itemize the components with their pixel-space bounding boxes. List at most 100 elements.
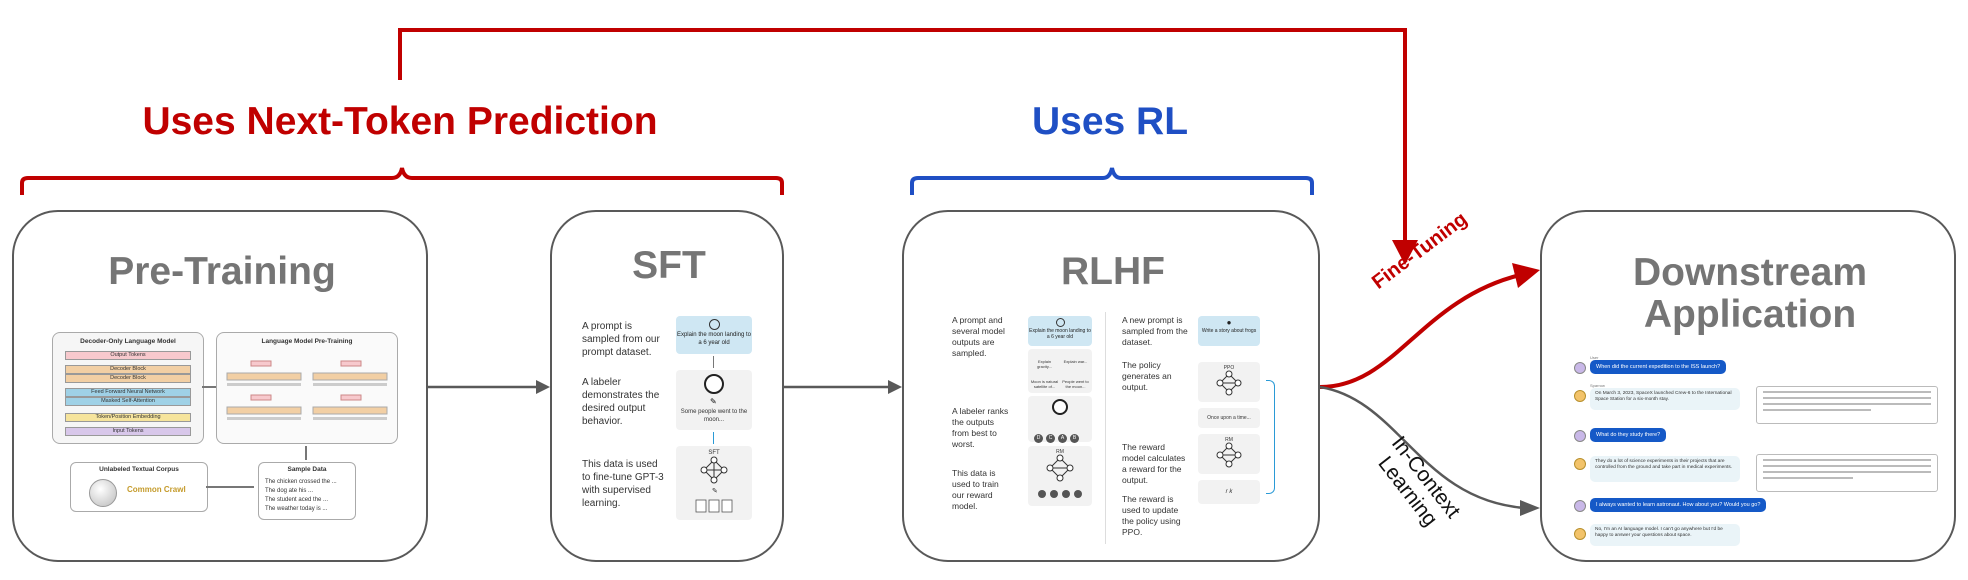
- rm-network-icon-2: [1216, 442, 1242, 468]
- rlhf-rm-box-2: RM: [1198, 434, 1260, 474]
- sft-prompt-box: Explain the moon landing to a 6 year old: [676, 316, 752, 354]
- rlhf-outputs-box: Explain gravity... Explain war... Moon i…: [1028, 349, 1092, 393]
- output-label-c: Moon is natural satellite of...: [1030, 379, 1059, 389]
- sft-model-box: SFT ✎: [676, 446, 752, 520]
- evidence-box: [1756, 386, 1938, 424]
- assistant-label: Sparrow: [1590, 383, 1605, 388]
- rlhf-right-step-1: A new prompt is sampled from the dataset…: [1122, 315, 1188, 347]
- in-context-curve: [1319, 385, 1526, 510]
- sft-step-1: A prompt is sampled from our prompt data…: [582, 321, 660, 358]
- lm-pretraining-card: Language Model Pre-Training: [216, 332, 398, 444]
- output-tokens-bar: Output Tokens: [65, 351, 191, 360]
- policy-network-icon: [1216, 370, 1242, 396]
- feedback-line: [398, 28, 1407, 255]
- output-label-b: Explain war...: [1063, 359, 1088, 364]
- sft-panel: SFT A prompt is sampled from our prompt …: [550, 210, 784, 562]
- downstream-title: Downstream Application: [1542, 252, 1958, 336]
- pretrain-to-sft-arrowhead: [536, 380, 550, 394]
- sft-demo-text: Some people went to the moon...: [680, 409, 748, 423]
- user-avatar: [1574, 500, 1586, 512]
- chat-message: When did the current expedition to the I…: [1590, 360, 1727, 374]
- user-label: User: [1590, 355, 1599, 360]
- smiley-icon: [1055, 318, 1065, 327]
- sft-arrow-2: [713, 432, 714, 444]
- model-to-pretraining-arrow: [202, 386, 216, 388]
- rlhf-right-step-2: The policy generates an output.: [1122, 360, 1172, 392]
- assistant-avatar: [1574, 458, 1586, 470]
- in-context-arrowhead: [1520, 500, 1540, 516]
- downstream-title-line2: Application: [1643, 293, 1857, 336]
- ffnn-bar: Feed Forward Neural Network: [65, 388, 191, 397]
- pretraining-panel: Pre-Training Decoder-Only Language Model…: [12, 210, 428, 562]
- rlhf-policy-box: PPO: [1198, 362, 1260, 402]
- rlhf-reward-model-box: RM: [1028, 446, 1092, 506]
- sft-step-3: This data is used to fine-tune GPT-3 wit…: [582, 459, 664, 509]
- output-label-a: Explain gravity...: [1037, 359, 1052, 369]
- rlhf-right-step-4: The reward is used to update the policy …: [1122, 494, 1181, 537]
- input-tokens-bar: Input Tokens: [65, 427, 191, 436]
- corpus-title: Unlabeled Textual Corpus: [99, 466, 179, 473]
- user-avatar: [1574, 362, 1586, 374]
- rlhf-prompt-text: Explain the moon landing to a 6 year old: [1029, 328, 1091, 340]
- sft-demo-box: ✎ Some people went to the moon...: [676, 370, 752, 430]
- labeler-person-icon: [704, 374, 724, 394]
- downstream-title-line1: Downstream: [1632, 251, 1868, 294]
- sample-line: The chicken crossed the ...: [265, 479, 337, 485]
- decoder-model-title: Decoder-Only Language Model: [80, 338, 176, 345]
- wikipedia-globe-icon: [89, 479, 117, 507]
- rlhf-story-box: Once upon a time...: [1198, 408, 1260, 428]
- rlhf-left-step-1: A prompt and several model outputs are s…: [952, 315, 1005, 358]
- frog-icon: ●: [1226, 318, 1232, 327]
- masked-attention-bar: Masked Self-Attention: [65, 397, 191, 406]
- rank-item: B: [1070, 434, 1079, 443]
- rlhf-right-step-3: The reward model calculates a reward for…: [1122, 442, 1186, 485]
- rlhf-new-prompt-text: Write a story about frogs: [1201, 328, 1257, 334]
- rl-header: Uses RL: [1031, 100, 1189, 143]
- decoder-model-card: Decoder-Only Language Model Output Token…: [52, 332, 204, 444]
- rm-network-icon: [1038, 454, 1082, 498]
- sft-model-label: SFT: [708, 450, 720, 456]
- common-crawl-logo: Common Crawl: [127, 485, 186, 494]
- rlhf-left-step-3: This data is used to train our reward mo…: [952, 468, 999, 511]
- corpus-to-sample-arrow: [206, 486, 254, 488]
- chat-response: No, I'm an AI language model. I can't go…: [1590, 524, 1740, 546]
- user-avatar: [1574, 430, 1586, 442]
- embedding-bar: Token/Position Embedding: [65, 413, 191, 422]
- sample-data-title: Sample Data: [287, 466, 327, 473]
- sample-line: The student aced the ...: [265, 497, 329, 503]
- rank-item: D: [1034, 434, 1043, 443]
- rlhf-new-prompt-box: ● Write a story about frogs: [1198, 316, 1260, 346]
- sft-to-rlhf-arrowhead: [888, 380, 902, 394]
- ppo-feedback-bracket: [1266, 380, 1275, 494]
- next-token-bracket: [20, 167, 784, 195]
- rlhf-panel: RLHF A prompt and several model outputs …: [902, 210, 1320, 562]
- pretraining-title: Pre-Training: [108, 250, 336, 293]
- chat-message: I always wanted to learn astronaut. How …: [1590, 498, 1767, 512]
- assistant-avatar: [1574, 528, 1586, 540]
- decoder-block-bar: Decoder Block: [65, 365, 191, 374]
- next-token-header: Uses Next-Token Prediction: [142, 100, 658, 143]
- chat-response: They do a lot of science experiments in …: [1590, 456, 1740, 482]
- chat-response: On March 3, 2023, SpaceX launched Crew-6…: [1590, 388, 1740, 410]
- pretraining-mini-diagram: [226, 360, 388, 420]
- rlhf-reward-box: r k: [1198, 480, 1260, 504]
- rl-bracket: [910, 167, 1314, 195]
- rm-label-2: RM: [1225, 437, 1233, 443]
- fine-tuning-arrowhead: [1512, 263, 1540, 288]
- rank-item: C: [1046, 434, 1055, 443]
- fine-tuning-curve: [1319, 273, 1521, 389]
- feedback-arrowhead: [1392, 240, 1418, 265]
- sft-network-icon: ✎: [695, 456, 733, 513]
- ppo-label: PPO: [1223, 365, 1235, 371]
- sft-step-2: A labeler demonstrates the desired outpu…: [582, 377, 660, 427]
- corpus-card: Unlabeled Textual Corpus Common Crawl: [70, 462, 208, 512]
- rlhf-divider: [1105, 312, 1106, 544]
- sft-title: SFT: [632, 244, 706, 287]
- assistant-avatar: [1574, 390, 1586, 402]
- output-label-d: People went to the moon...: [1062, 379, 1089, 389]
- svg-text:✎: ✎: [712, 487, 718, 495]
- rlhf-left-step-2: A labeler ranks the outputs from best to…: [952, 406, 1009, 449]
- rm-label: RM: [1056, 449, 1064, 455]
